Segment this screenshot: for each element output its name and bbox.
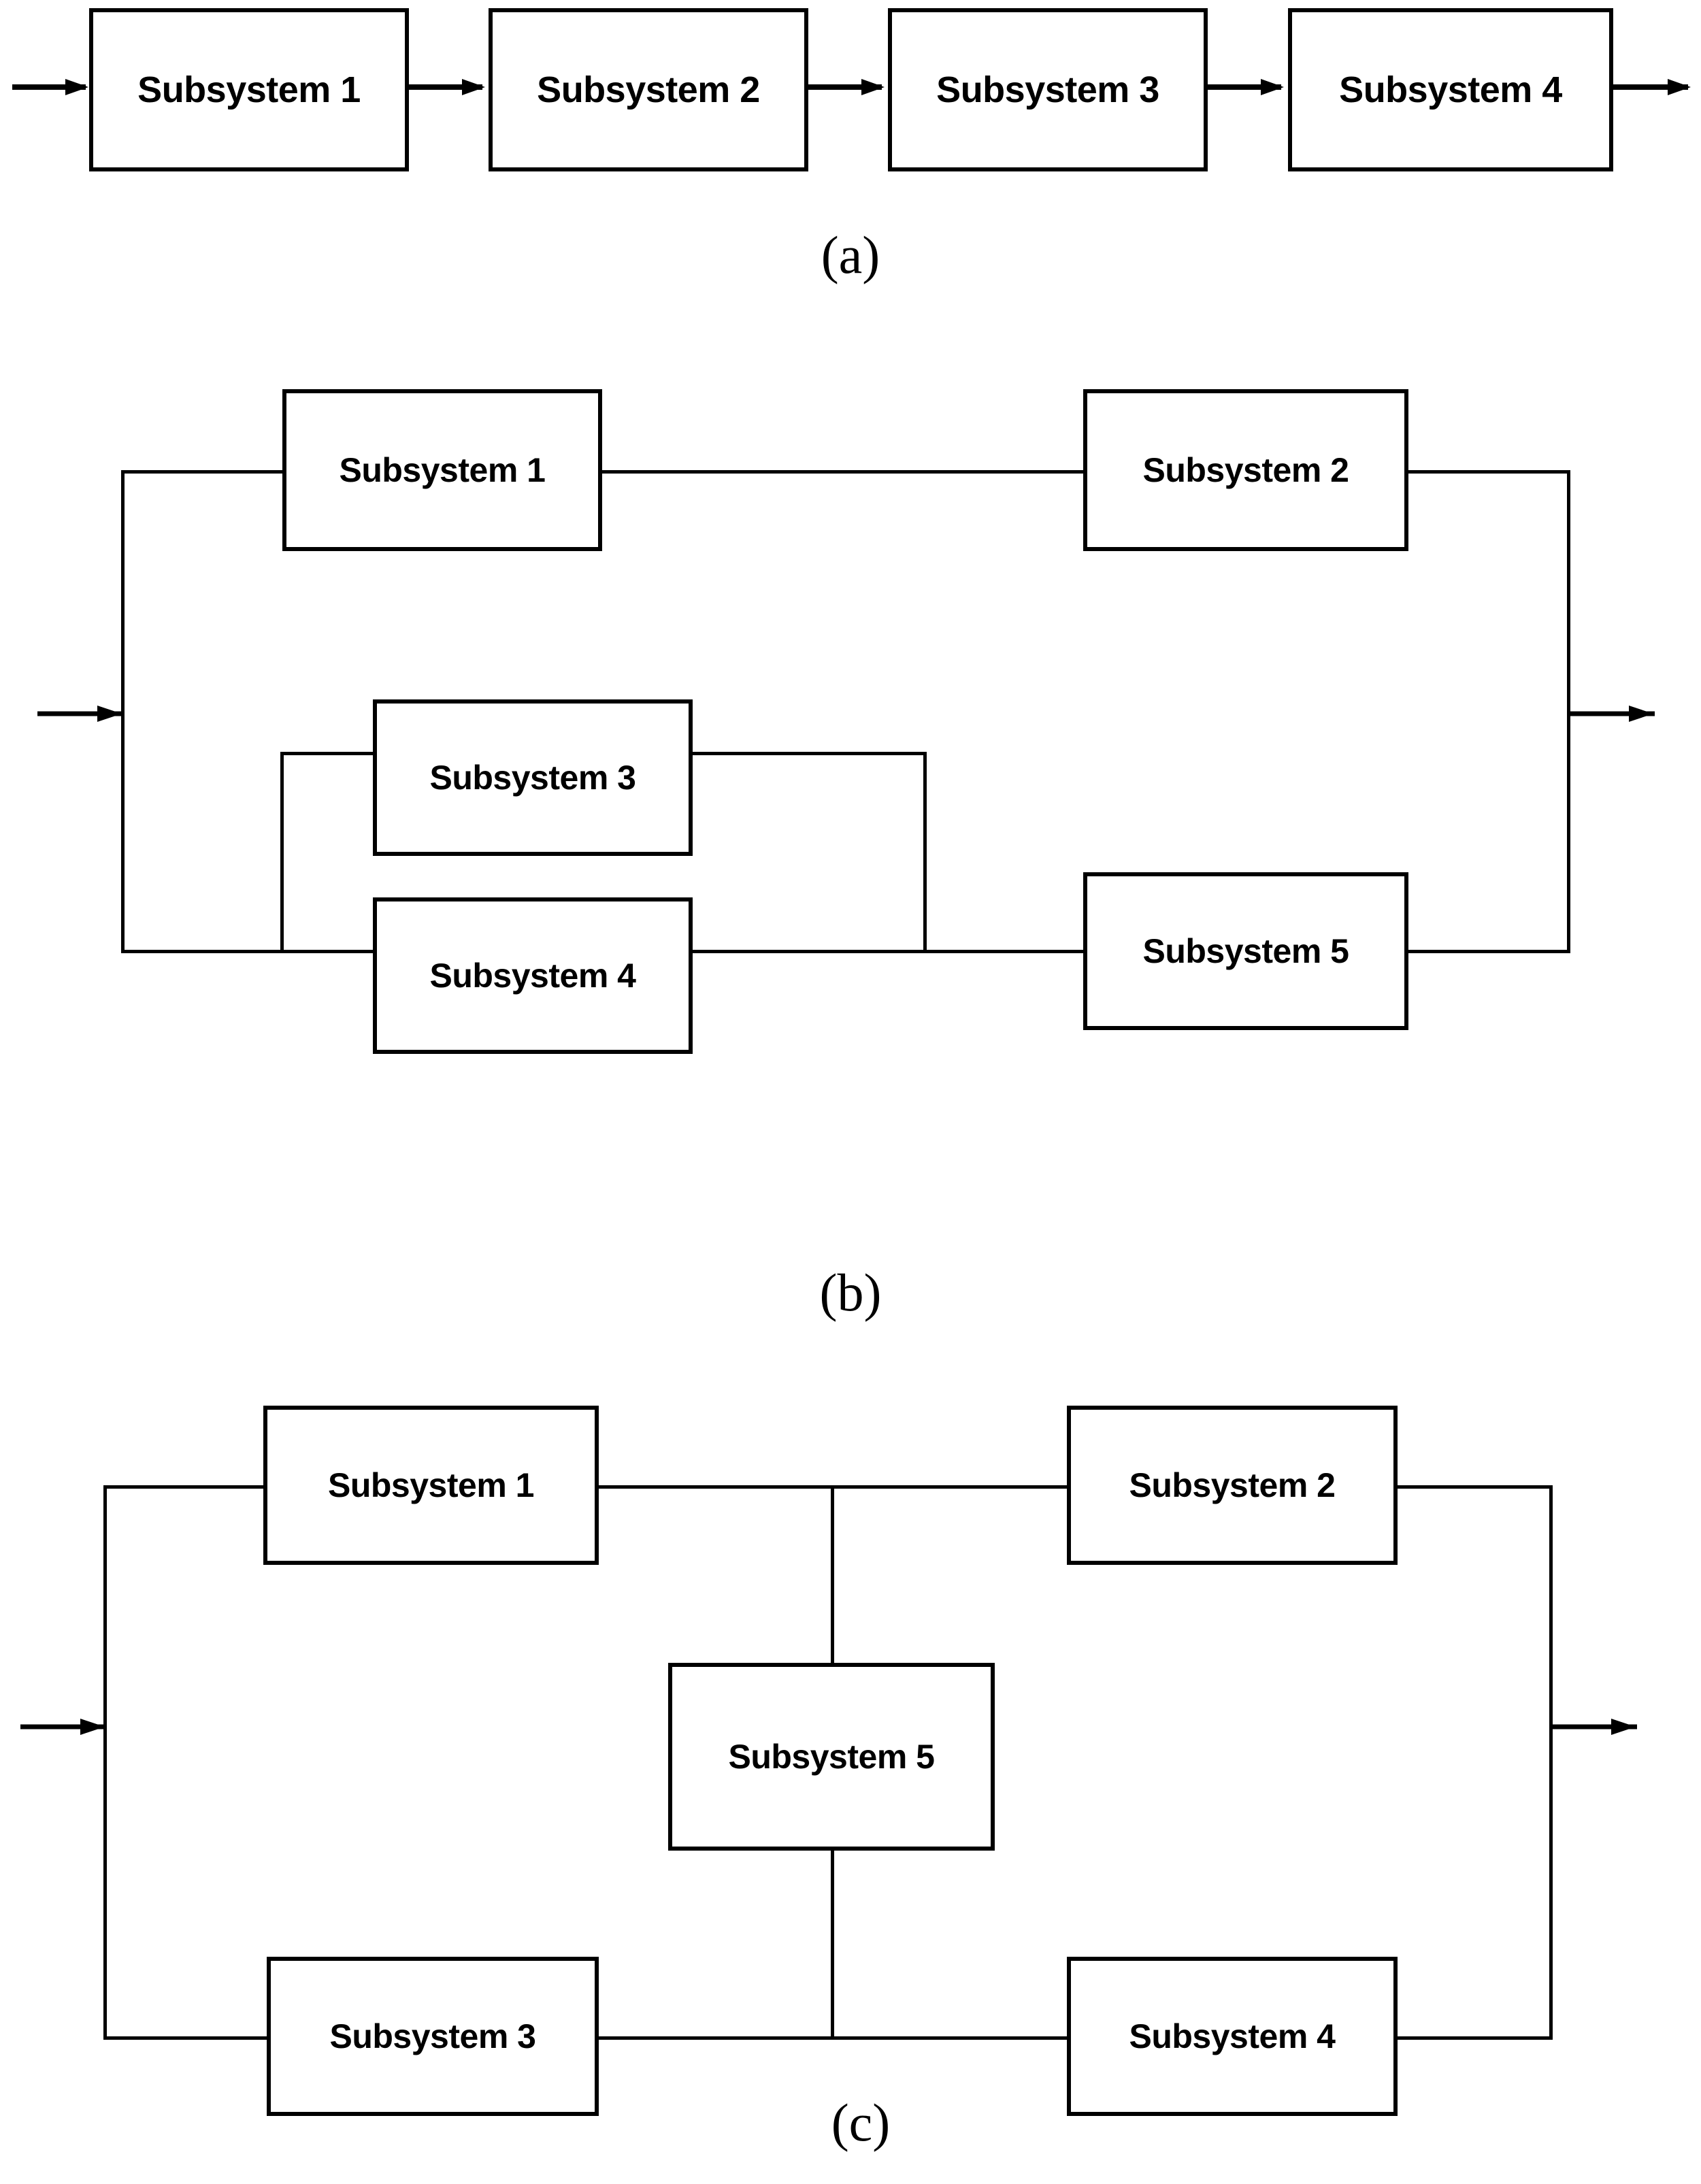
panel-b-output-arrow-icon	[1569, 704, 1656, 724]
panel-b-block-subsystem-2[interactable]: Subsystem 2	[1083, 389, 1408, 551]
panel-b-wire-s2-to-right-bus	[1407, 470, 1570, 474]
panel-c-block-subsystem-2[interactable]: Subsystem 2	[1067, 1406, 1398, 1565]
panel-b-block-subsystem-4-label: Subsystem 4	[429, 957, 636, 995]
panel-b-block-subsystem-3-label: Subsystem 3	[429, 759, 636, 797]
panel-c-wire-s2-to-right-bus	[1396, 1485, 1553, 1489]
panel-b-inner-right-bus	[923, 752, 927, 953]
panel-a-block-subsystem-3[interactable]: Subsystem 3	[888, 8, 1208, 171]
panel-b-caption: (b)	[819, 1263, 882, 1322]
panel-c-block-subsystem-2-label: Subsystem 2	[1129, 1466, 1336, 1504]
panel-a-input-arrow-icon	[12, 77, 93, 97]
panel-c-input-arrow-icon	[20, 1717, 108, 1737]
panel-b-block-subsystem-1-label: Subsystem 1	[339, 451, 546, 489]
panel-a-arrow-1-to-2-icon	[409, 77, 489, 97]
panel-c-right-bus	[1549, 1485, 1553, 2040]
panel-a-caption: (a)	[821, 225, 880, 284]
panel-c-wire-s4-to-right-bus	[1396, 2036, 1553, 2040]
panel-b-wire-s5-to-right-bus	[1407, 950, 1570, 953]
panel-c-left-bus	[103, 1485, 107, 2040]
panel-a-arrow-3-to-4-icon	[1208, 77, 1288, 97]
panel-b-block-subsystem-3[interactable]: Subsystem 3	[373, 699, 693, 856]
panel-c-wire-s3-to-s4	[597, 2036, 1070, 2040]
panel-c-block-subsystem-1-label: Subsystem 1	[328, 1466, 534, 1504]
panel-a-block-subsystem-2[interactable]: Subsystem 2	[489, 8, 808, 171]
panel-c-block-subsystem-5[interactable]: Subsystem 5	[668, 1663, 995, 1851]
panel-b-wire-inner-bus-to-s4	[280, 950, 376, 953]
panel-a-block-subsystem-4-label: Subsystem 4	[1339, 69, 1562, 110]
panel-b-block-subsystem-5[interactable]: Subsystem 5	[1083, 872, 1408, 1030]
panel-a-output-arrow-icon	[1613, 77, 1695, 97]
panel-b-block-subsystem-4[interactable]: Subsystem 4	[373, 897, 693, 1054]
panel-b-block-subsystem-1[interactable]: Subsystem 1	[282, 389, 602, 551]
panel-b-wire-inner-bus-to-s3	[280, 752, 376, 755]
panel-a-arrow-2-to-3-icon	[808, 77, 889, 97]
panel-c-block-subsystem-3[interactable]: Subsystem 3	[267, 1957, 599, 2116]
panel-b-left-bus	[121, 470, 125, 953]
panel-b-input-arrow-icon	[37, 704, 125, 724]
panel-b-right-bus	[1567, 470, 1570, 953]
panel-c-wire-left-bus-to-s1	[103, 1485, 267, 1489]
panel-b-wire-left-to-s1	[121, 470, 286, 474]
panel-c-block-subsystem-1[interactable]: Subsystem 1	[263, 1406, 599, 1565]
panel-a-block-subsystem-1[interactable]: Subsystem 1	[89, 8, 409, 171]
panel-c-wire-left-bus-to-s3	[103, 2036, 270, 2040]
panel-c-block-subsystem-3-label: Subsystem 3	[329, 2017, 536, 2055]
panel-b-block-subsystem-2-label: Subsystem 2	[1142, 451, 1349, 489]
panel-c-bridge-link-lower	[831, 1847, 834, 2038]
panel-a-block-subsystem-3-label: Subsystem 3	[936, 69, 1159, 110]
panel-c-caption: (c)	[831, 2093, 891, 2152]
panel-b-wire-s4-to-inner-right-bus	[692, 950, 927, 953]
panel-a-block-subsystem-4[interactable]: Subsystem 4	[1288, 8, 1613, 171]
panel-c-block-subsystem-4-label: Subsystem 4	[1129, 2017, 1336, 2055]
panel-b-inner-left-bus	[280, 752, 284, 953]
panel-b-block-subsystem-5-label: Subsystem 5	[1142, 932, 1349, 970]
panel-a-block-subsystem-2-label: Subsystem 2	[537, 69, 760, 110]
panel-c-block-subsystem-4[interactable]: Subsystem 4	[1067, 1957, 1398, 2116]
panel-c-bridge-link-upper	[831, 1485, 834, 1666]
panel-b-wire-left-bus-to-inner-bus	[121, 950, 284, 953]
panel-b-wire-s1-to-s2	[601, 470, 1086, 474]
panel-b-wire-inner-bus-to-s5	[923, 950, 1086, 953]
panel-a-block-subsystem-1-label: Subsystem 1	[137, 69, 361, 110]
panel-c-output-arrow-icon	[1551, 1717, 1638, 1737]
panel-b-wire-s3-to-inner-right-bus	[692, 752, 927, 755]
panel-c-block-subsystem-5-label: Subsystem 5	[728, 1738, 935, 1776]
